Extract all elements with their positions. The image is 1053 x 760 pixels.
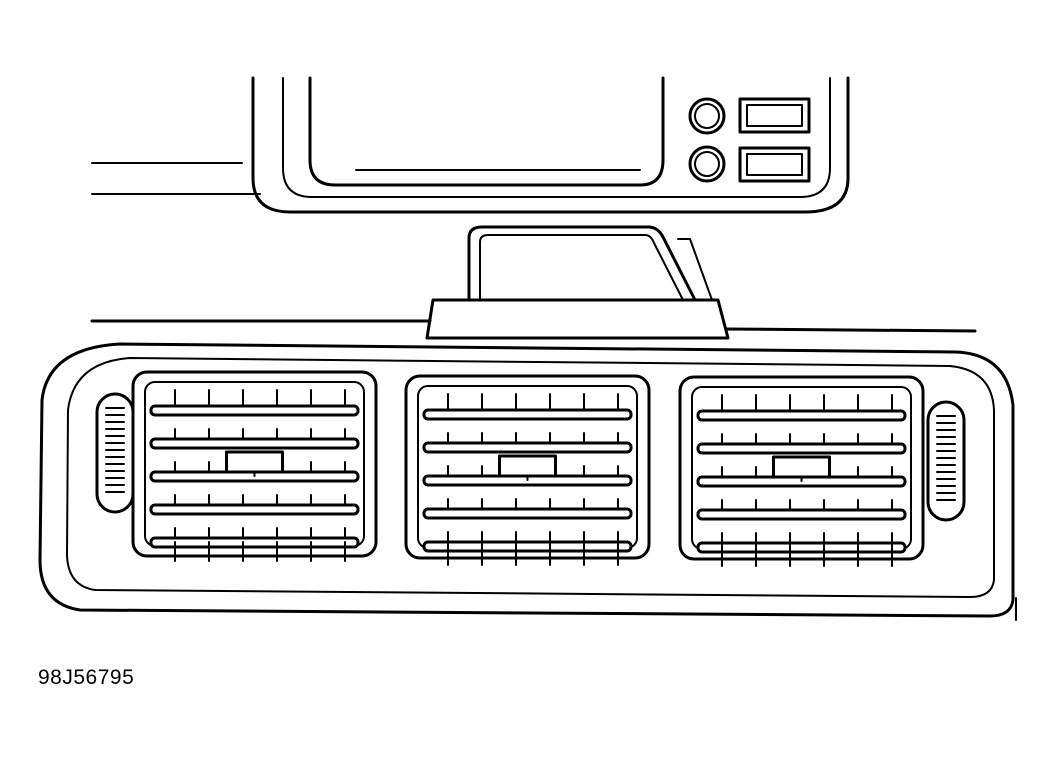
vent-adjust-tab bbox=[772, 455, 831, 479]
vent-louver bbox=[149, 536, 360, 549]
vent-adjust-tab bbox=[498, 454, 557, 478]
vent-louver bbox=[422, 441, 633, 454]
dash-trim-lines-upper bbox=[91, 162, 261, 195]
vent-louver bbox=[696, 508, 907, 521]
figure-code: 98J56795 bbox=[38, 666, 135, 689]
vent-louver bbox=[422, 507, 633, 520]
vent-right bbox=[678, 375, 925, 567]
vent-frame bbox=[678, 375, 925, 561]
vent-louver bbox=[149, 437, 360, 450]
knob-lower bbox=[688, 145, 726, 183]
switch-lower bbox=[738, 146, 811, 183]
center-vent-panel bbox=[38, 342, 1017, 621]
dash-trim-line-lower bbox=[90, 319, 977, 333]
vent-left bbox=[131, 370, 378, 562]
knob-upper bbox=[688, 97, 726, 135]
vent-group bbox=[131, 370, 925, 567]
vent-center bbox=[404, 374, 651, 566]
vent-louver bbox=[696, 442, 907, 455]
upper-controls bbox=[688, 97, 811, 183]
vent-louver bbox=[696, 541, 907, 554]
thumbwheel-left bbox=[95, 392, 135, 514]
vent-louver bbox=[422, 540, 633, 553]
vent-louver bbox=[149, 404, 360, 417]
vent-frame bbox=[404, 374, 651, 560]
vent-frame bbox=[131, 370, 378, 558]
switch-upper bbox=[738, 97, 811, 134]
vent-adjust-tab bbox=[225, 450, 284, 474]
mounting-bracket bbox=[425, 225, 730, 340]
thumbwheel-right bbox=[926, 400, 966, 522]
display-bezel bbox=[251, 76, 850, 214]
vent-louver bbox=[149, 503, 360, 516]
vent-louver bbox=[422, 408, 633, 421]
vent-louver bbox=[696, 409, 907, 422]
